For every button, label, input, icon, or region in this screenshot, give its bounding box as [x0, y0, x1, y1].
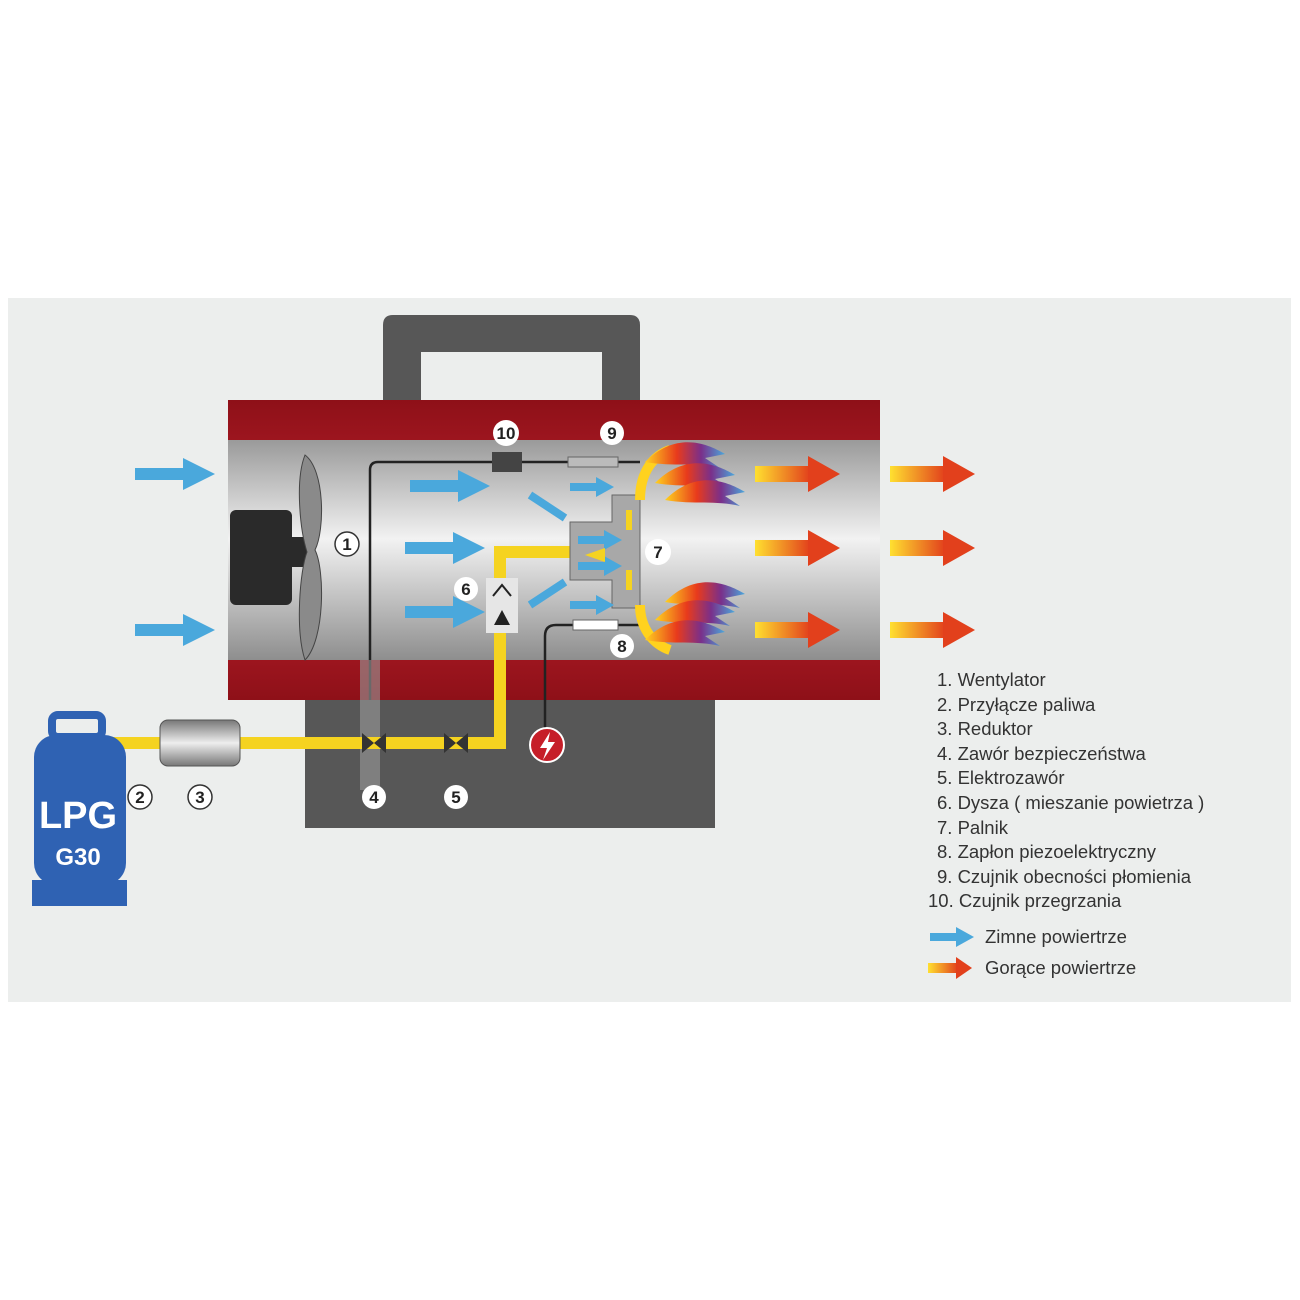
fan-blade: [298, 454, 322, 661]
legend-item: 7. Palnik: [937, 816, 1008, 838]
flame-top: [635, 442, 745, 506]
sensor-wire: [368, 460, 640, 700]
legend-item: 2. Przyłącze paliwa: [937, 693, 1096, 715]
callout: 7: [653, 543, 662, 562]
svg-text:LPG: LPG: [39, 795, 117, 837]
callout: 10: [497, 424, 516, 443]
gas-line: [110, 546, 580, 749]
overheat-sensor: [492, 452, 522, 472]
piezo-igniter: [572, 619, 619, 631]
safety-valve: [362, 733, 386, 753]
callout: 2: [135, 788, 144, 807]
legend-item: 3. Reduktor: [937, 718, 1033, 740]
flame-bottom: [635, 582, 745, 655]
fan-motor: [230, 510, 292, 605]
legend-hot-air: Gorące powiertrze: [985, 957, 1137, 978]
handle: [383, 315, 640, 400]
callout: 1: [342, 535, 351, 554]
legend: 1. Wentylator 2. Przyłącze paliwa 3. Red…: [928, 668, 1204, 914]
callout: 4: [369, 788, 379, 807]
legend-item: 5. Elektrozawór: [937, 767, 1065, 789]
legend-item: 8. Zapłon piezoelektryczny: [937, 841, 1157, 863]
callout: 8: [617, 637, 626, 656]
legend-item: 10. Czujnik przegrzania: [928, 890, 1122, 912]
flame-sensor: [567, 456, 619, 468]
legend-item: 1. Wentylator: [937, 669, 1046, 690]
lpg-tank: LPG G30: [32, 711, 127, 906]
solenoid-valve: [444, 733, 468, 753]
callout: 9: [607, 424, 616, 443]
legend-item: 4. Zawór bezpieczeństwa: [937, 742, 1146, 764]
svg-text:G30: G30: [55, 844, 100, 871]
legend-cold-air: Zimne powiertrze: [985, 926, 1127, 947]
callout: 5: [451, 788, 460, 807]
reducer: [159, 719, 241, 767]
legend-item: 6. Dysza ( mieszanie powietrza ): [937, 791, 1205, 813]
legend-item: 9. Czujnik obecności płomienia: [937, 865, 1191, 887]
callout: 6: [461, 580, 470, 599]
callout: 3: [195, 788, 204, 807]
